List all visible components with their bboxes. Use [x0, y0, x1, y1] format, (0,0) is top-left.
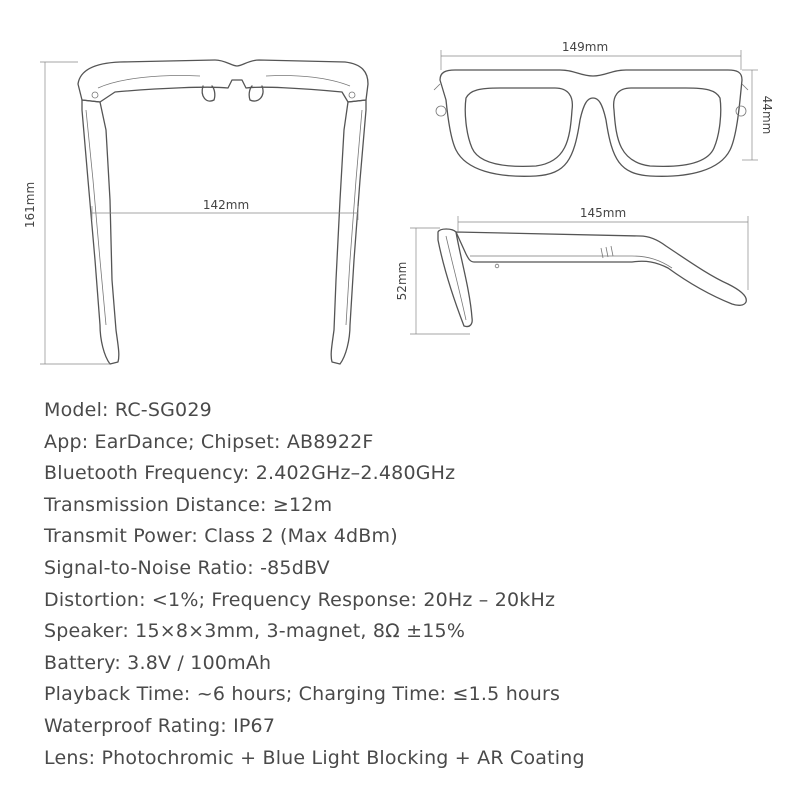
height-dimension-label: 161mm — [23, 182, 37, 228]
spec-distortion-frequency-response: Distortion: <1%; Frequency Response: 20H… — [44, 588, 556, 611]
front-width-dimension-label: 149mm — [562, 40, 608, 54]
front-height-dimension-label: 44mm — [760, 96, 774, 135]
inner-width-dimension-label: 142mm — [203, 198, 249, 212]
top-view-drawing — [77, 59, 369, 365]
spec-lens: Lens: Photochromic + Blue Light Blocking… — [44, 746, 585, 769]
spec-battery: Battery: 3.8V / 100mAh — [44, 651, 272, 674]
spec-app-chipset: App: EarDance; Chipset: AB8922F — [44, 430, 374, 453]
spec-transmission-distance: Transmission Distance: ≥12m — [44, 493, 333, 516]
spec-bluetooth-frequency: Bluetooth Frequency: 2.402GHz–2.480GHz — [44, 462, 456, 485]
spec-transmit-power: Transmit Power: Class 2 (Max 4dBm) — [44, 525, 398, 548]
side-height-dimension-label: 52mm — [395, 262, 409, 301]
side-view-drawing — [437, 228, 747, 328]
temple-length-dimension-label: 145mm — [580, 206, 626, 220]
spec-model: Model: RC-SG029 — [44, 399, 212, 421]
spec-snr: Signal-to-Noise Ratio: -85dBV — [44, 556, 330, 579]
front-view-drawing — [433, 69, 749, 177]
spec-playback-charging: Playback Time: ~6 hours; Charging Time: … — [44, 683, 561, 706]
spec-list: Model: RC-SG029 App: EarDance; Chipset: … — [44, 395, 585, 774]
spec-waterproof: Waterproof Rating: IP67 — [44, 714, 276, 737]
glasses-dimension-diagram: 161mm 142mm 149mm 44mm 14 — [23, 40, 774, 365]
spec-speaker: Speaker: 15×8×3mm, 3-magnet, 8Ω ±15% — [44, 620, 466, 643]
